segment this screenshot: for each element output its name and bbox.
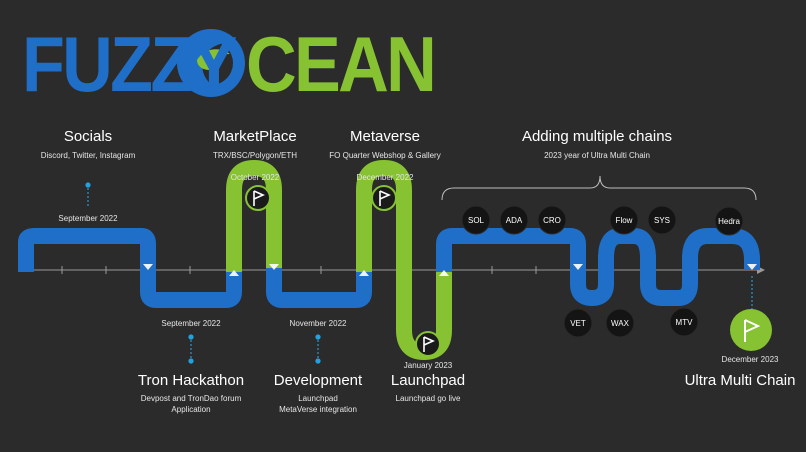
- development-date: November 2022: [289, 319, 347, 328]
- chains-title: Adding multiple chains: [521, 128, 673, 145]
- chain-badge: SYS: [653, 216, 671, 225]
- chain-badge: MTV: [675, 318, 693, 327]
- hackathon-sub2: Application: [171, 405, 211, 414]
- chain-badge: CRO: [543, 216, 561, 225]
- hackathon-sub1: Devpost and TronDao forum: [140, 394, 242, 403]
- launchpad-sub: Launchpad go live: [395, 394, 461, 403]
- ultra-title: Ultra Multi Chain: [684, 372, 796, 389]
- chain-badges: [461, 205, 744, 338]
- metaverse-sub: FO Quarter Webshop & Gallery: [329, 151, 441, 160]
- logo-wave-icon: [177, 29, 245, 97]
- socials-date: September 2022: [58, 214, 118, 223]
- development-title: Development: [273, 372, 363, 389]
- timeline-markers: [143, 264, 757, 276]
- development-sub1: Launchpad: [298, 394, 338, 403]
- chain-badge: ADA: [505, 216, 523, 225]
- development-sub2: MetaVerse integration: [279, 405, 357, 414]
- marketplace-title: MarketPlace: [213, 128, 297, 145]
- flag-icon: [415, 331, 441, 357]
- connector-dots: [85, 182, 321, 364]
- logo-left-text: FUZZY: [22, 20, 237, 108]
- marketplace-date: October 2022: [230, 173, 280, 182]
- socials-title: Socials: [63, 128, 113, 145]
- logo-right-text: CEAN: [246, 20, 437, 108]
- chain-badge: Hedra: [718, 217, 740, 226]
- connector-lines: [87, 188, 753, 360]
- hackathon-title: Tron Hackathon: [137, 372, 245, 389]
- chains-sub: 2023 year of Ultra Multi Chain: [544, 151, 650, 160]
- metaverse-title: Metaverse: [349, 128, 421, 145]
- chain-badge: VET: [570, 319, 586, 328]
- metaverse-date: December 2022: [356, 173, 414, 182]
- marketplace-sub: TRX/BSC/Polygon/ETH: [212, 151, 298, 160]
- ultra-date: December 2023: [721, 355, 779, 364]
- launchpad-date: January 2023: [403, 361, 453, 370]
- chain-badge: Flow: [615, 216, 633, 225]
- flag-icon: [730, 309, 772, 351]
- chain-badge: SOL: [467, 216, 485, 225]
- flag-icon: [371, 185, 397, 211]
- hackathon-date: September 2022: [161, 319, 221, 328]
- chains-brace: [441, 175, 757, 201]
- socials-sub: Discord, Twitter, Instagram: [40, 151, 136, 160]
- chain-badge: WAX: [611, 319, 629, 328]
- flag-icon: [245, 185, 271, 211]
- launchpad-title: Launchpad: [390, 372, 466, 389]
